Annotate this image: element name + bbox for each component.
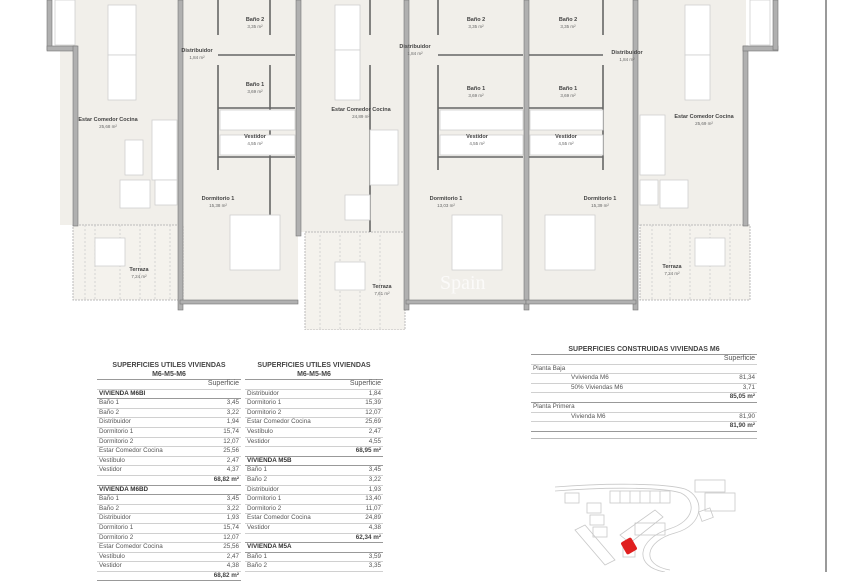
watermark: Spain [440,272,486,294]
table-title: SUPERFICIES UTILES VIVIENDAS [112,362,226,369]
table-title: SUPERFICIES CONSTRUIDAS VIVIENDAS M6 [531,345,757,355]
group-total: 68,95 m² [335,446,383,457]
frame-border [825,0,827,572]
group-total: 68,82 m² [191,571,241,581]
group-name: VIVIENDA M6BD [97,485,241,496]
floor-plan-drawing [46,0,827,331]
table-superficies-utiles-middle: SUPERFICIES UTILES VIVIENDAS M6-M5-M6 Su… [245,361,383,572]
table-subtitle: M6-M5-M6 [97,370,241,380]
group-name: VIVIENDA M5B [245,456,383,467]
group-total: 62,34 m² [335,533,383,544]
section-total: 81,90 m² [695,421,757,432]
group-total: 68,82 m² [191,475,241,486]
section-total: 85,05 m² [695,392,757,403]
column-header: Superficie [335,379,383,390]
section-name: Planta Primera [531,402,757,413]
table-title: SUPERFICIES UTILES VIVIENDAS [257,362,371,369]
site-location-map [545,475,805,573]
selected-unit-marker [621,537,637,555]
table-subtitle: M6-M5-M6 [245,370,383,380]
group-name: VIVIENDA M6BI [97,389,241,400]
column-header: Superficie [695,354,757,365]
group-name: VIVIENDA M5A [245,542,383,553]
table-superficies-construidas: SUPERFICIES CONSTRUIDAS VIVIENDAS M6 Sup… [531,345,757,439]
table-superficies-utiles-left: SUPERFICIES UTILES VIVIENDAS M6-M5-M6 Su… [97,361,241,581]
floor-plan [46,0,827,331]
section-name: Planta Baja [531,364,757,375]
site-plan-drawing [554,479,736,573]
column-header: Superficie [191,379,241,390]
